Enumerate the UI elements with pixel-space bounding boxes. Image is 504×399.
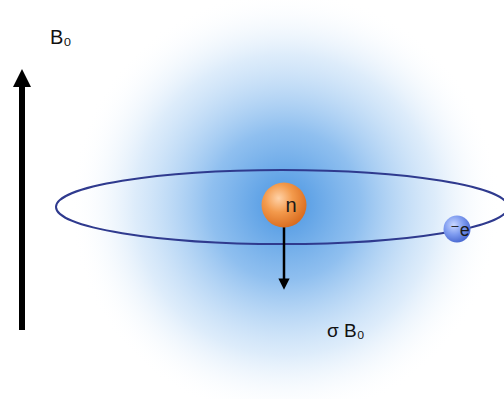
nucleus: n [261,182,307,228]
particle-letter: ⁻e [450,221,470,239]
electron: ⁻e [443,215,471,243]
shielding-label: σ B₀ [327,321,365,340]
field-label: B₀ [50,27,72,47]
electron-cloud [70,0,500,399]
sphere-shape [261,182,307,228]
particle-letter: n [285,195,296,215]
field-arrow [19,78,25,330]
sphere [444,216,471,243]
induced-field-arrow [283,226,286,284]
sphere [262,183,307,228]
orbit [56,170,504,244]
